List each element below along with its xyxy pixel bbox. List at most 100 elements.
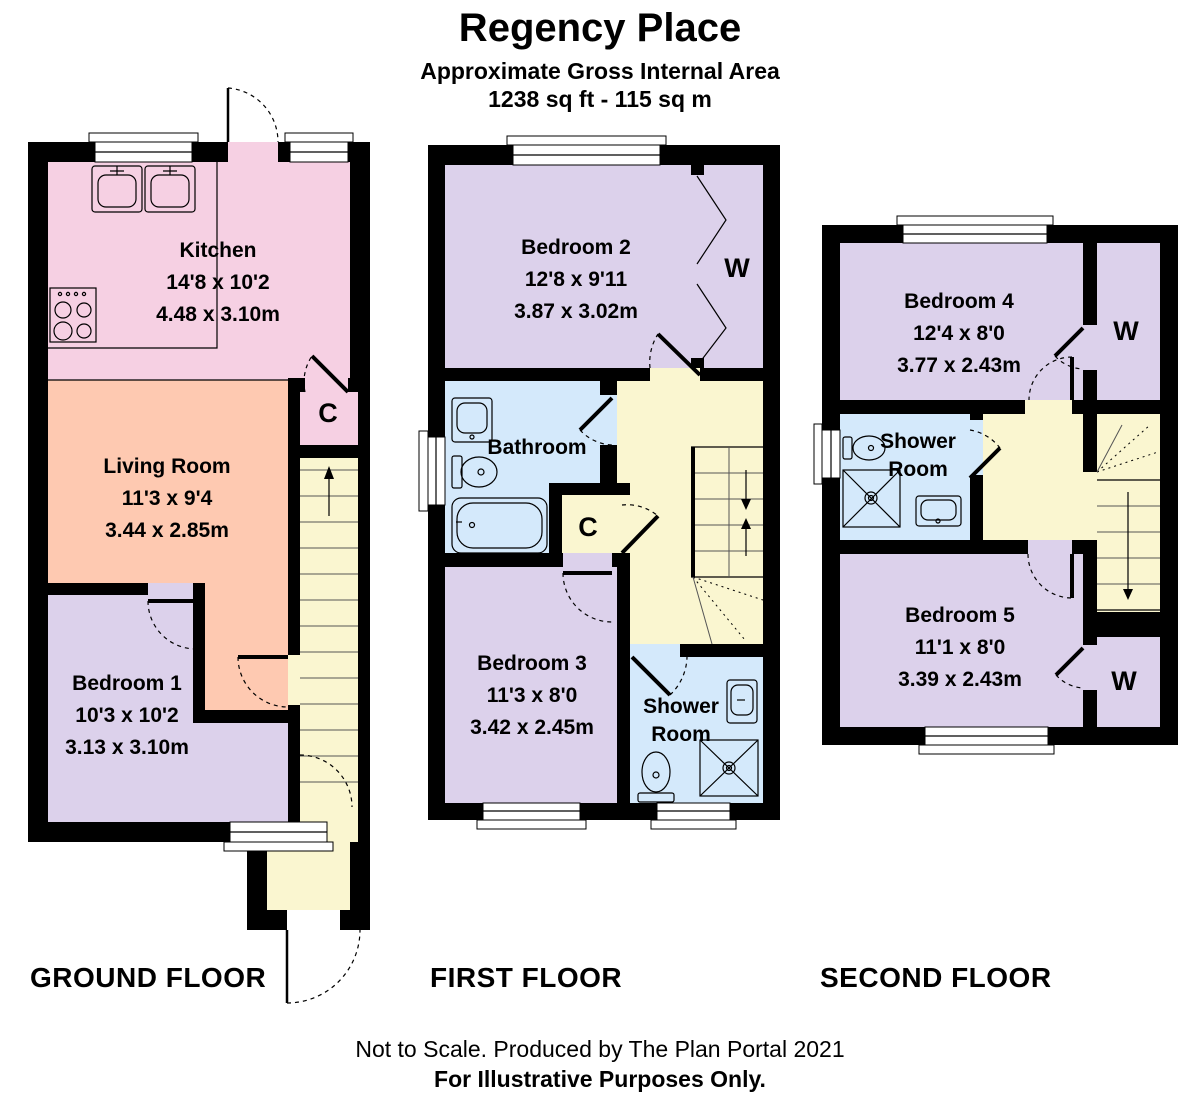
bedroom3-door-opening — [563, 553, 612, 567]
wardrobe4-door-opening — [1083, 325, 1097, 370]
second-toilet-icon — [842, 435, 886, 461]
first-cupboard-letter: C — [578, 512, 598, 542]
bedroom3-landing-wall — [617, 553, 630, 803]
first-windows — [418, 135, 737, 830]
entrance-hall — [267, 842, 350, 910]
kitchen-counter-line — [48, 162, 218, 349]
wardrobe4-door-arc — [1054, 355, 1084, 370]
bedroom5-door-arc — [1027, 553, 1073, 599]
hall-door-opening — [288, 655, 300, 705]
bedroom5-room — [840, 554, 1083, 727]
second-shower-door-opening — [970, 420, 983, 475]
page-subtitle: Approximate Gross Internal Area — [420, 58, 780, 84]
living-room-column — [205, 583, 288, 710]
hob-icon — [49, 287, 97, 343]
kitchen-name: Kitchen — [179, 239, 257, 262]
first-shower-tray-icon — [699, 739, 759, 797]
cupboard-door-arc — [303, 355, 313, 393]
bedroom5-door-opening — [1028, 540, 1072, 554]
bedroom2-name: Bedroom 2 — [521, 236, 631, 259]
bathroom-door-arc — [579, 429, 613, 446]
second-shower-line2: Room — [888, 458, 948, 481]
hall-inner-door-arc — [299, 754, 353, 808]
second-stairs — [1096, 424, 1160, 611]
bathroom-door-leaf — [578, 396, 614, 432]
bedroom2-wardrobe-doors — [691, 165, 727, 368]
bedroom1-imperial: 10'3 x 10'2 — [75, 704, 179, 727]
first-shower-line1: Shower — [643, 695, 719, 718]
landing-stairs-wall — [1083, 414, 1097, 472]
kitchen-sink-icon — [91, 165, 196, 213]
bedroom3-door-arc — [562, 572, 613, 623]
second-shower-line1: Shower — [880, 430, 956, 453]
living-metric: 3.44 x 2.85m — [105, 519, 229, 542]
bedroom3-name: Bedroom 3 — [477, 652, 587, 675]
bedroom1-metric: 3.13 x 3.10m — [65, 736, 189, 759]
second-floor-title: SECOND FLOOR — [820, 962, 1052, 993]
bedroom2-bottom-wall — [428, 368, 780, 381]
bath-icon — [451, 497, 548, 554]
first-shower-room — [617, 657, 763, 803]
first-shower-line2: Room — [651, 723, 711, 746]
ground-cupboard-letter: C — [318, 398, 338, 428]
bedroom5-wardrobe-wall — [1083, 554, 1097, 727]
second-wardrobe-bottom-letter: W — [1111, 666, 1137, 696]
first-wardrobe-letter: W — [724, 253, 750, 283]
ground-cupboard — [300, 392, 358, 445]
first-landing — [617, 381, 763, 644]
second-shower-door-arc — [969, 429, 1001, 449]
second-wardrobe-top-letter: W — [1113, 316, 1139, 346]
first-cupboard — [562, 495, 617, 553]
page-area-line: 1238 sq ft - 115 sq m — [488, 86, 712, 112]
first-cupboard-left-wall — [549, 495, 562, 553]
kitchen-label: Kitchen 14'8 x 10'2 4.48 x 3.10m — [156, 235, 280, 331]
bedroom4-door-arc — [1028, 356, 1073, 401]
bathroom-toilet-icon — [451, 455, 498, 489]
bedroom5-wardrobe — [1097, 637, 1160, 727]
second-landing — [983, 414, 1097, 540]
bedroom4-name: Bedroom 4 — [904, 290, 1014, 313]
wardrobe5-door-arc — [1055, 674, 1084, 689]
bedroom1-room — [48, 595, 193, 822]
bedroom1-door-arc — [147, 600, 197, 650]
bedroom5-imperial: 11'1 x 8'0 — [914, 636, 1006, 659]
bedroom4-wardrobe — [1097, 243, 1160, 400]
bedroom4-wardrobe-wall — [1083, 243, 1097, 400]
patio-door-arc — [227, 87, 279, 143]
first-cupboard-top-wall — [549, 483, 630, 495]
bedroom5-metric: 3.39 x 2.43m — [898, 668, 1022, 691]
bedroom4-door-opening — [1025, 400, 1072, 414]
bedroom4-label: Bedroom 4 12'4 x 8'0 3.77 x 2.43m — [897, 286, 1021, 382]
bedroom2-door-opening — [650, 368, 700, 381]
bedroom1-room-lower — [193, 723, 288, 822]
stairs-wardrobe-wall — [1097, 612, 1160, 637]
second-shower-tray-icon — [842, 469, 901, 528]
bedroom1-name: Bedroom 1 — [72, 672, 182, 695]
ground-windows — [88, 132, 354, 852]
bathroom-sink-icon — [451, 397, 493, 443]
bedroom1-label: Bedroom 1 10'3 x 10'2 3.13 x 3.10m — [65, 668, 189, 764]
bedroom4-metric: 3.77 x 2.43m — [897, 354, 1021, 377]
bedroom1-door-opening — [148, 583, 193, 595]
patio-door-opening — [228, 142, 278, 162]
living-room — [48, 380, 288, 583]
first-doors — [562, 332, 702, 697]
first-stairs — [691, 446, 764, 645]
page-title: Regency Place — [458, 6, 742, 50]
front-door-arc — [286, 929, 361, 1004]
ground-stairs — [300, 466, 358, 783]
second-sink-icon — [915, 495, 962, 527]
cupboard-door-leaf — [310, 354, 350, 394]
second-shower-label: Shower Room — [880, 428, 956, 484]
living-name: Living Room — [103, 455, 231, 478]
footer-note: Not to Scale. Produced by The Plan Porta… — [355, 1036, 845, 1062]
ground-floor-title: GROUND FLOOR — [30, 962, 267, 993]
second-shower-door-leaf — [968, 446, 1002, 480]
shower-door-leaf — [630, 655, 672, 697]
bedroom5-label: Bedroom 5 11'1 x 8'0 3.39 x 2.43m — [898, 600, 1022, 696]
bedroom2-imperial: 12'8 x 9'11 — [524, 268, 628, 291]
bedroom4-imperial: 12'4 x 8'0 — [913, 322, 1005, 345]
bedroom2-door-arc — [649, 333, 659, 369]
bedroom2-room — [445, 165, 763, 368]
wardrobe4-door-leaf — [1053, 326, 1085, 358]
